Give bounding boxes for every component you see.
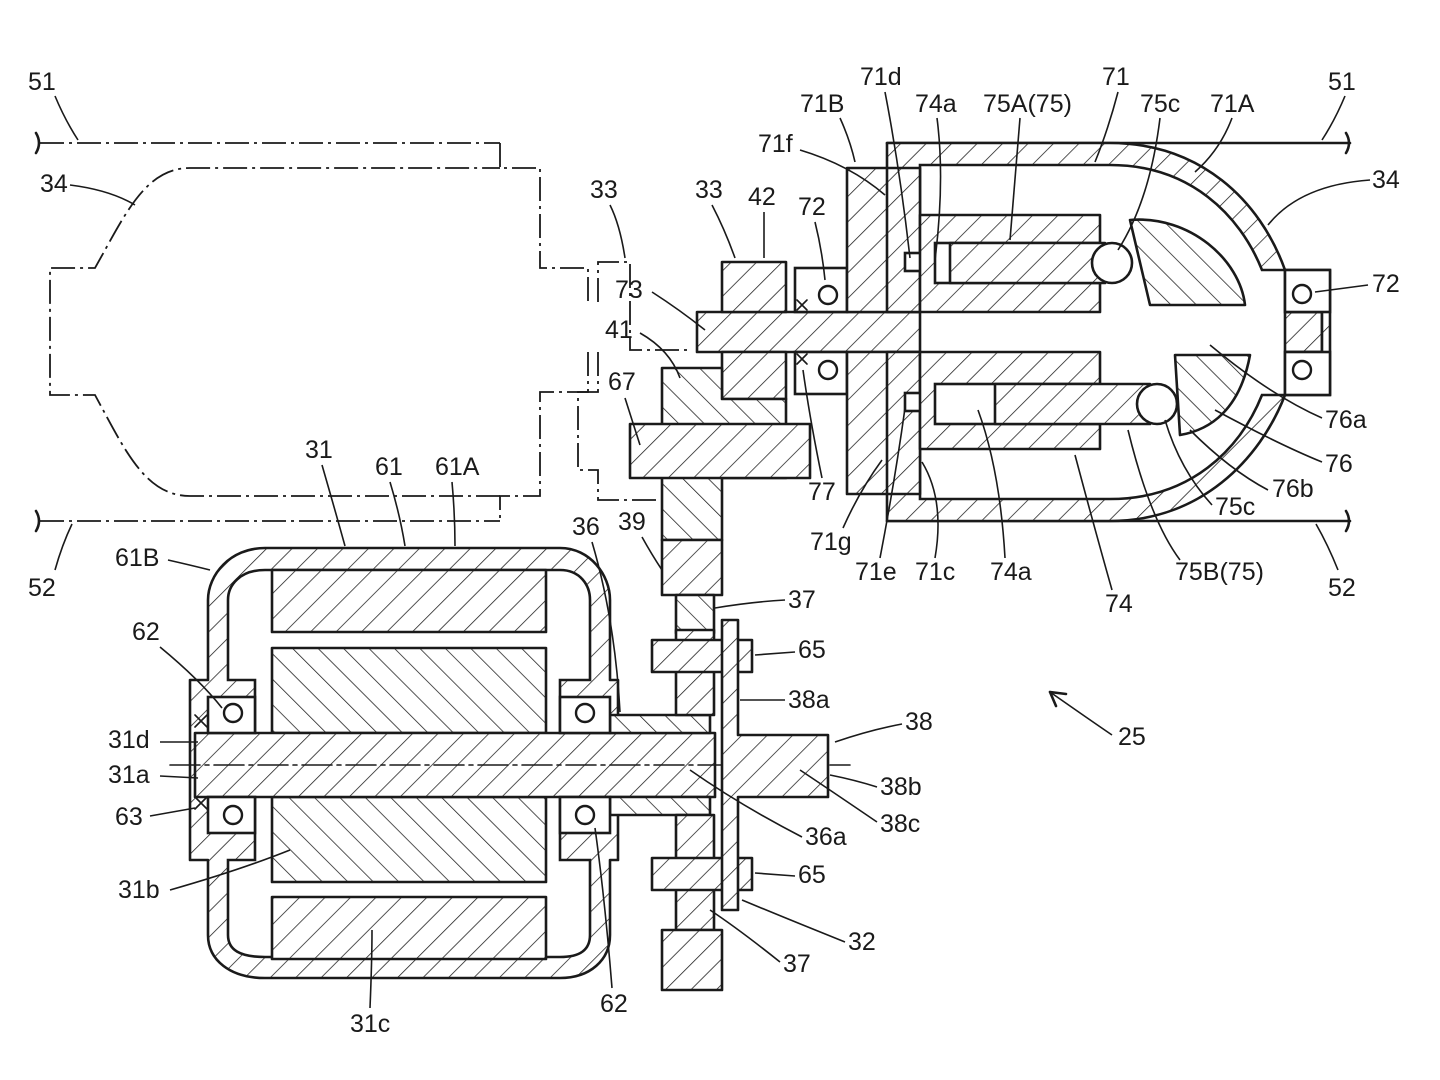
label-36: 36: [572, 513, 600, 541]
label-71c: 71c: [915, 558, 955, 586]
label-72-right: 72: [1372, 270, 1400, 298]
label-51-right: 51: [1328, 68, 1356, 96]
bearings-72-right: [1283, 268, 1332, 397]
label-76a: 76a: [1325, 406, 1367, 434]
label-71f: 71f: [758, 130, 793, 158]
label-42: 42: [748, 183, 776, 211]
label-25: 25: [1118, 723, 1146, 751]
label-38: 38: [905, 708, 933, 736]
label-31: 31: [305, 436, 333, 464]
label-37-bottom: 37: [783, 950, 811, 978]
label-63: 63: [115, 803, 143, 831]
label-67: 67: [608, 368, 636, 396]
bearings-72-left: [793, 266, 849, 396]
label-32: 32: [848, 928, 876, 956]
label-74: 74: [1105, 590, 1133, 618]
label-41: 41: [605, 316, 633, 344]
label-77: 77: [808, 478, 836, 506]
label-33: 33: [695, 176, 723, 204]
label-38c: 38c: [880, 810, 920, 838]
reduction-gears: [650, 618, 830, 992]
label-34-right: 34: [1372, 166, 1400, 194]
label-65-bottom: 65: [798, 861, 826, 889]
label-71e: 71e: [855, 558, 897, 586]
phantom-unit-34: [49, 143, 688, 521]
label-76b: 76b: [1272, 475, 1314, 503]
gear-41-column: [628, 366, 812, 635]
label-75c-bottom: 75c: [1215, 493, 1255, 521]
labels: 51 51 52 52 34 34 33 33 42 72 72 73 41 6…: [28, 63, 1400, 1038]
label-72-top: 72: [798, 193, 826, 221]
label-61B: 61B: [115, 544, 159, 572]
housing-71: [845, 141, 1332, 523]
label-37-top: 37: [788, 586, 816, 614]
label-62-left: 62: [132, 618, 160, 646]
label-74a-top: 74a: [915, 90, 957, 118]
gear-33: [720, 260, 788, 401]
label-52-left: 52: [28, 574, 56, 602]
motor-bearings-62: [194, 695, 612, 835]
label-31d: 31d: [108, 726, 150, 754]
label-52-right: 52: [1328, 574, 1356, 602]
label-61A: 61A: [435, 453, 480, 481]
label-31c: 31c: [350, 1010, 390, 1038]
label-36a: 36a: [805, 823, 847, 851]
label-71d: 71d: [860, 63, 902, 91]
label-73: 73: [615, 276, 643, 304]
label-31b: 31b: [118, 876, 160, 904]
label-34-left: 34: [40, 170, 68, 198]
label-31a: 31a: [108, 761, 150, 789]
label-61: 61: [375, 453, 403, 481]
label-65-top: 65: [798, 636, 826, 664]
label-33-phantom: 33: [590, 176, 618, 204]
label-74a-bottom: 74a: [990, 558, 1032, 586]
swash-plate-76: [1128, 218, 1252, 437]
label-75A: 75A(75): [983, 90, 1072, 118]
label-76: 76: [1325, 450, 1353, 478]
label-75B: 75B(75): [1175, 558, 1264, 586]
label-51-left: 51: [28, 68, 56, 96]
label-62-bottom: 62: [600, 990, 628, 1018]
label-71A: 71A: [1210, 90, 1255, 118]
label-71g: 71g: [810, 528, 852, 556]
label-39: 39: [618, 508, 646, 536]
label-71: 71: [1102, 63, 1130, 91]
label-75c-top: 75c: [1140, 90, 1180, 118]
label-38a: 38a: [788, 686, 830, 714]
label-71B: 71B: [800, 90, 844, 118]
label-38b: 38b: [880, 773, 922, 801]
